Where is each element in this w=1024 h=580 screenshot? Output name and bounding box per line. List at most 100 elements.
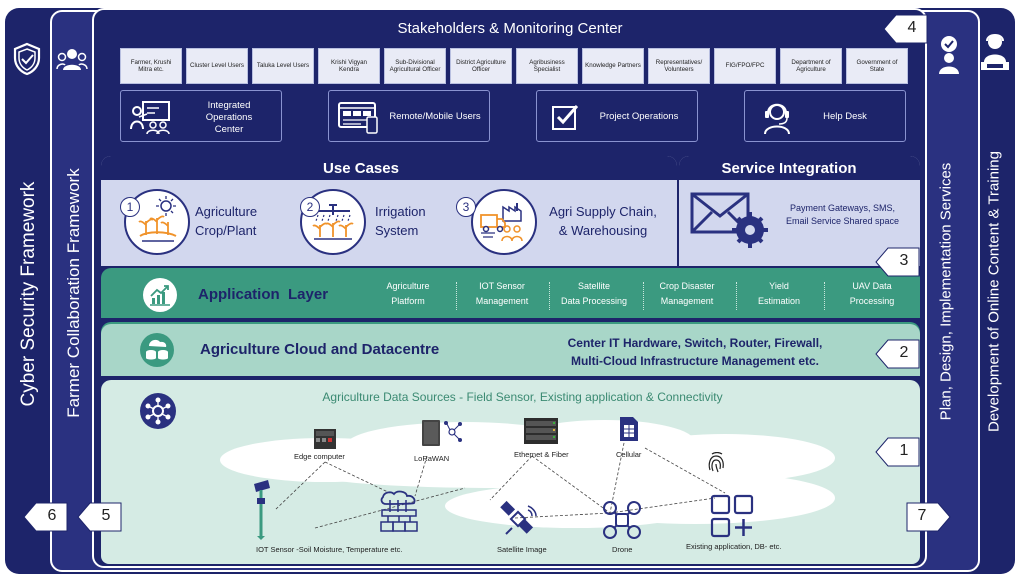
stakeholder-box: Representatives/ Volunteers [648,48,710,84]
stakeholder-box: Farmer, Krushi Mitra etc. [120,48,182,84]
app-item-line: Platform [391,296,425,306]
group-icon [56,46,88,74]
divider [549,282,550,310]
badge-3: 3 [874,247,920,277]
cloud-database-icon [140,333,174,367]
stakeholder-box: Agribusiness Specialist [516,48,578,84]
badge-number: 5 [101,507,111,524]
stakeholder-box: Taluka Level Users [252,48,314,84]
lorawan-label: LoRaWAN [414,454,450,463]
cyber-security-title: Cyber Security Framework [18,181,39,407]
application-layer-title: Application Layer [198,286,329,303]
chart-growth-icon [143,278,177,312]
app-item-line: Yield [769,281,789,291]
app-item-line: Agriculture [386,281,430,291]
stakeholder-box: Cluster Level Users [186,48,248,84]
app-item-line: Estimation [757,296,801,306]
use-case-number: 3 [456,197,476,217]
connectivity-cloud [215,418,855,563]
badge-5: 5 [76,502,122,532]
stakeholder-box: Sub-Divisional Agricultural Officer [384,48,446,84]
service-integration-header [679,156,920,180]
cloud-line: Center IT Hardware, Switch, Router, Fire… [567,336,823,350]
app-item-line: IOT Sensor [479,281,525,291]
fingerprint-icon [706,451,726,474]
badge-6: 6 [22,502,68,532]
supply-chain-icon [471,189,537,255]
ethernet-label: Ethernet & Fiber [514,450,569,459]
iot-sensor-label: IOT Sensor -Soil Moisture, Temperature e… [256,545,403,554]
use-case-line: Irrigation [375,204,426,219]
shield-icon [12,42,42,76]
center-label: Integrated Operations Center [205,100,253,135]
divider [736,282,737,310]
divider [824,282,825,310]
cellular-label: Cellular [616,450,642,459]
center-label: Remote/Mobile Users [389,111,481,122]
use-case-line: & Warehousing [558,223,648,238]
help-desk: Help Desk [744,90,906,142]
stakeholders-title: Stakeholders & Monitoring Center [397,20,623,37]
satellite-label: Satellite Image [497,545,547,554]
online-trainer-icon [978,32,1012,72]
use-cases-header [101,156,677,180]
cloud-line: Multi-Cloud Infrastructure Management et… [570,354,820,368]
network-nodes-icon [140,393,176,429]
approved-person-icon [934,34,964,74]
badge-4: 4 [882,14,928,44]
use-case-line: System [375,223,419,238]
cloud-panel-inner [101,324,920,376]
badge-number: 1 [899,442,909,459]
badge-number: 4 [907,19,917,36]
sim-card-icon [619,416,639,442]
service-integration-panel [679,156,920,266]
use-case-label: Agri Supply Chain, & Warehousing [541,202,665,240]
use-cases-panel [101,156,677,266]
center-label: Project Operations [599,111,679,122]
badge-number: 7 [917,507,927,524]
apps-grid-icon [710,494,754,538]
project-operations: Project Operations [536,90,698,142]
stakeholder-box: FIG/FPO/FPC [714,48,776,84]
cloud-title: Agriculture Cloud and Datacentre [200,341,440,358]
plan-design-title: Plan, Design, Implementation Services [937,162,955,421]
center-label: Help Desk [823,111,867,122]
service-integration-title: Service Integration [721,160,857,177]
app-item-line: Satellite [577,281,611,291]
badge-2: 2 [874,339,920,369]
badge-number: 2 [899,344,909,361]
service-integration-line: Payment Gateways, SMS, [789,203,896,213]
app-item-line: Processing [849,296,895,306]
use-case-number: 2 [300,197,320,217]
existing-app-label: Existing application, DB- etc. [686,542,782,551]
use-case-label: Irrigation System [375,202,426,240]
email-gear-icon [690,190,770,248]
integrated-operations-center: Integrated Operations Center [120,90,282,142]
presenter-icon [129,99,171,135]
badge-number: 6 [47,507,57,524]
screens-icon [337,99,379,135]
app-item-line: Management [660,296,714,306]
badge-7: 7 [906,502,952,532]
badge-number: 3 [899,252,909,269]
use-cases-title: Use Cases [323,160,399,177]
service-integration-text: Payment Gateways, SMS, Email Service Sha… [775,202,910,228]
soil-sensor-icon [250,478,272,540]
network-switch-icon [523,417,559,445]
divider [456,282,457,310]
application-layer-panel [101,268,920,318]
use-case-line: Agri Supply Chain, [549,204,657,219]
lorawan-icon [420,418,464,448]
divider [643,282,644,310]
data-sources-title: Agriculture Data Sources - Field Sensor,… [322,390,723,404]
use-case-line: Crop/Plant [195,223,257,238]
edge-computer-icon [313,428,337,450]
stakeholder-box: Knowledge Partners [582,48,644,84]
service-integration-line: Email Service Shared space [785,216,900,226]
use-case-number: 1 [120,197,140,217]
crop-plant-icon [124,189,190,255]
